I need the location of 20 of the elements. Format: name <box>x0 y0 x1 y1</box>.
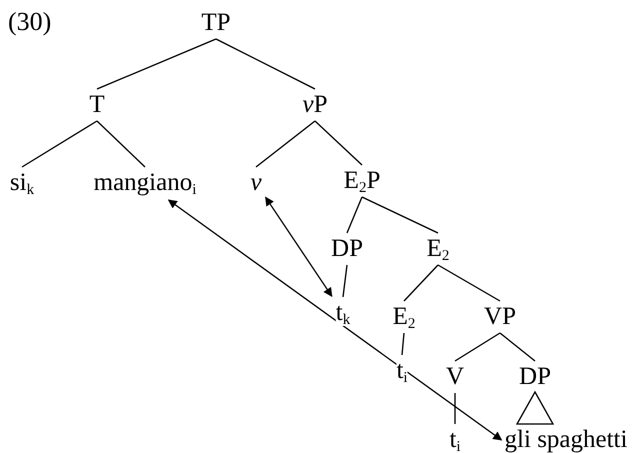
branch-line <box>454 393 456 424</box>
movement-arrow <box>265 196 332 297</box>
branch-line <box>401 332 405 356</box>
branch-line <box>256 120 316 168</box>
branch-line <box>216 38 316 90</box>
branch-line <box>454 332 500 362</box>
branch-line <box>314 120 362 166</box>
tree-label: gli spaghetti <box>504 427 628 453</box>
branch-line <box>96 38 216 90</box>
branch-line <box>438 264 500 302</box>
branch-line <box>362 196 438 234</box>
branch-line <box>404 264 438 302</box>
branch-line <box>500 332 536 362</box>
branch-line <box>342 264 348 298</box>
branch-line <box>96 120 146 168</box>
example-number: (30) <box>8 8 52 36</box>
branch-line <box>346 196 363 234</box>
triangle-branch <box>516 390 554 425</box>
movement-arrow <box>168 199 502 441</box>
branch-line <box>22 120 98 168</box>
